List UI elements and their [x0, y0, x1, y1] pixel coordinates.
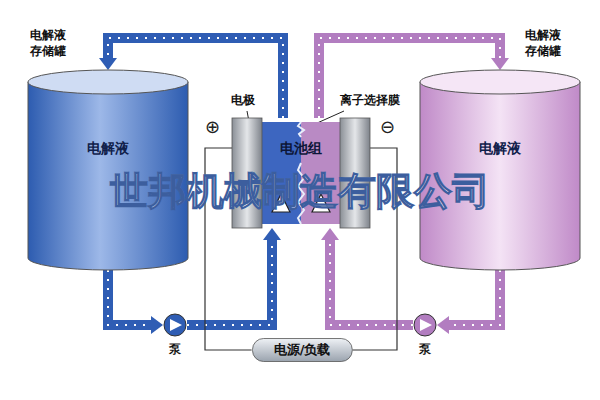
pump-label: 泵 [403, 341, 447, 358]
polarity-symbol: ⊕ [205, 116, 220, 137]
electrolyte-pipe [321, 228, 413, 325]
pump-symbol [413, 313, 437, 337]
part-label: 离子选择膜 [340, 92, 400, 109]
tank-heading: 电解液存储罐 [525, 28, 562, 59]
electrolyte-label: 电解液 [420, 140, 580, 158]
power-load: 电源/负载 [252, 338, 353, 362]
electrolyte-pipe [108, 270, 163, 334]
polarity-symbol: ⊖ [380, 116, 395, 137]
pump: 泵 [413, 313, 437, 337]
electrolyte-pipe [437, 270, 500, 334]
part-label: 电极 [231, 92, 255, 109]
pump-symbol [163, 313, 187, 337]
electrolyte-pipe [187, 228, 281, 325]
load-label: 电源/负载 [274, 338, 331, 362]
pump: 泵 [163, 313, 187, 337]
watermark: 世邦机械制造有限公司 [110, 166, 490, 217]
pump-label: 泵 [153, 341, 197, 358]
tank-heading: 电解液存储罐 [30, 28, 67, 59]
stack-label: 电池组 [232, 140, 370, 158]
electrolyte-label: 电解液 [28, 140, 188, 158]
